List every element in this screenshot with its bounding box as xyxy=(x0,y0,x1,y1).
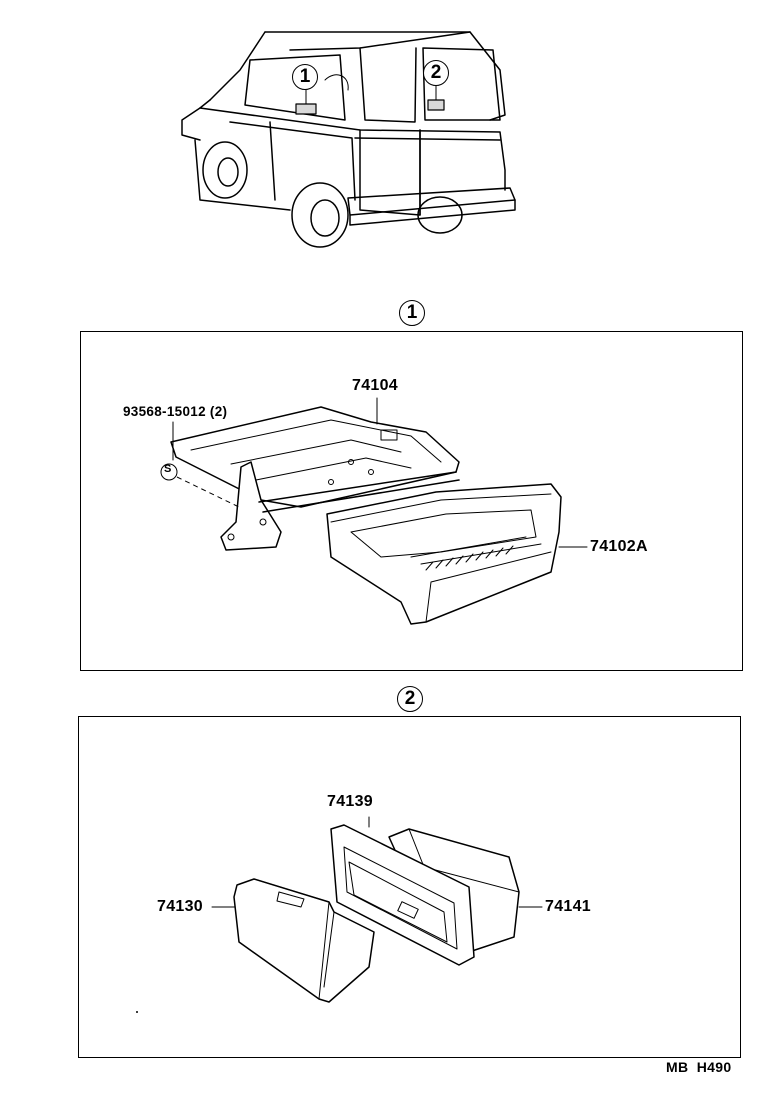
part-74104-label: 74104 xyxy=(352,377,398,394)
section-1-marker: 1 xyxy=(399,300,425,326)
ashtray-illustration xyxy=(136,816,543,1013)
part-74139-label: 74139 xyxy=(327,793,373,810)
part-74130-label: 74130 xyxy=(157,898,203,915)
diagram-code: MB H490 xyxy=(666,1059,732,1075)
overview-callout-1: 1 xyxy=(292,64,318,90)
vehicle-illustration xyxy=(181,31,516,248)
screw-symbol: S xyxy=(164,463,172,475)
part-74102A-label: 74102A xyxy=(590,538,648,555)
section-2-marker: 2 xyxy=(397,686,423,712)
section-1-panel: 74104 93568-15012 (2) S 74102A xyxy=(80,331,743,671)
console-tray-illustration xyxy=(160,397,588,625)
part-93568-15012-label: 93568-15012 (2) xyxy=(123,404,228,419)
vehicle-overview: 1 2 xyxy=(170,20,530,260)
overview-callout-2: 2 xyxy=(423,60,449,86)
section-2-panel: 74139 74130 74141 xyxy=(78,716,741,1058)
part-74141-label: 74141 xyxy=(545,898,591,915)
